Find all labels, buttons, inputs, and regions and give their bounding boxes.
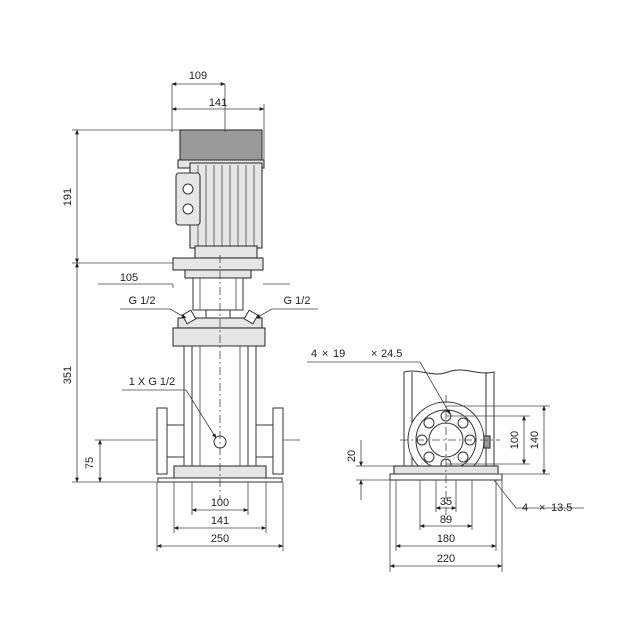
outlet-neck: [255, 424, 274, 458]
dim-base-inner: 100: [211, 497, 229, 509]
times-c: ×: [539, 502, 545, 514]
inlet-neck: [166, 424, 185, 458]
bolt-hole-icon: [457, 417, 469, 429]
bolt-hole-icon: [457, 451, 469, 463]
front-view: [156, 129, 284, 500]
front-dimensions: 109 141 191 351 105 G 1/2 G 1/2 1 X G 1/…: [62, 70, 318, 551]
bolt-hole-icon: [423, 417, 435, 429]
bolt-circle: 24.5: [381, 348, 402, 360]
hole-dia: 13.5: [551, 502, 572, 514]
dim-side-d4: 220: [437, 553, 455, 565]
dim-side-d2: 89: [440, 514, 452, 526]
coupling-top: [184, 269, 252, 279]
side-dimensions: 4 × 19 × 24.5 100 140 20 4 × 13.5 35: [307, 348, 584, 572]
bolt-count-a: 4: [311, 348, 317, 360]
head-flange: [172, 327, 266, 347]
motor-stool: [194, 245, 258, 259]
motor-body: [189, 162, 263, 249]
motor-flange: [172, 257, 264, 271]
cable-gland-icon: [182, 183, 194, 195]
dim-base-height: 20: [346, 450, 358, 462]
hole-count: 4: [522, 502, 528, 514]
side-plug-icon: [483, 435, 491, 449]
terminal-box: [175, 172, 201, 226]
dim-flange-outer: 140: [529, 431, 541, 449]
times-b: ×: [371, 348, 377, 360]
dim-flange-inner: 100: [509, 431, 521, 449]
bolt-dia-a: 19: [333, 348, 345, 360]
dim-side-d1: 35: [440, 496, 452, 508]
vent-plug-right-icon: [243, 309, 259, 325]
dim-motor-depth: 109: [189, 70, 207, 82]
motor-cap: [179, 129, 263, 164]
dim-side-d3: 180: [437, 533, 455, 545]
dim-flange-width: 105: [120, 272, 138, 284]
dim-motor-width: 141: [209, 97, 227, 109]
coupling-guard: [192, 277, 244, 311]
bolt-hole-icon: [423, 451, 435, 463]
dim-motor-height: 191: [62, 188, 74, 206]
outlet-flange: [272, 407, 284, 475]
inlet-flange: [156, 407, 168, 475]
dim-pump-height: 351: [62, 366, 74, 384]
dim-base-mid: 141: [211, 515, 229, 527]
dim-inlet-height: 75: [84, 457, 96, 469]
bottom-port-label: 1 X G 1/2: [129, 376, 175, 388]
port-left-label: G 1/2: [129, 295, 156, 307]
times-a: ×: [322, 348, 328, 360]
dim-base-outer: 250: [211, 533, 229, 545]
cable-gland-icon: [182, 203, 194, 215]
vent-plug-left-icon: [181, 309, 197, 325]
port-right-label: G 1/2: [284, 295, 311, 307]
